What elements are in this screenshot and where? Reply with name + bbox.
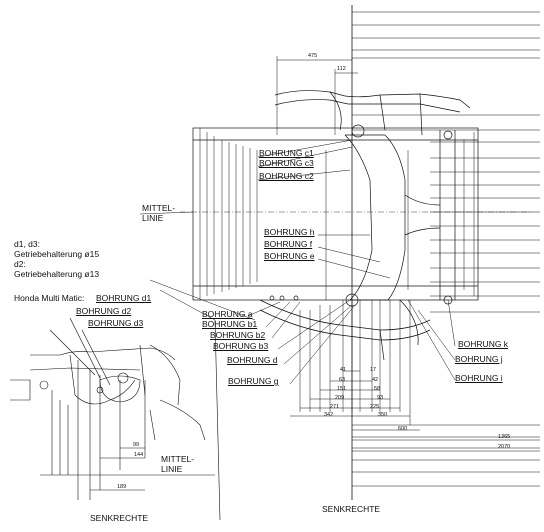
label-bohrung-g: BOHRUNG g (228, 376, 279, 386)
dim-top-475: 475 (308, 53, 318, 59)
dim-17: 17 (370, 367, 377, 373)
senkrechte-label-main: SENKRECHTE (322, 504, 381, 514)
label-bohrung-b1: BOHRUNG b1 (202, 319, 258, 329)
label-bohrung-e: BOHRUNG e (264, 251, 315, 261)
dim-151: 151 (337, 386, 347, 392)
dim-271: 271 (330, 404, 340, 410)
label-bohrung-d2: BOHRUNG d2 (76, 306, 132, 316)
left-vertical-dimensions (199, 128, 475, 300)
label-bohrung-f: BOHRUNG f (264, 239, 313, 249)
dim-inset-144: 144 (134, 452, 144, 458)
label-bohrung-b3: BOHRUNG b3 (213, 341, 269, 351)
dim-63: 63 (339, 377, 346, 383)
senkrechte-label-inset: SENKRECHTE (90, 513, 149, 523)
note-d1-d3-value: Getriebehalterung ø15 (14, 249, 100, 259)
label-bohrung-c1: BOHRUNG c1 (259, 148, 314, 158)
dim-58: 58 (374, 386, 381, 392)
leader-lines (139, 139, 456, 385)
dim-93: 93 (377, 395, 384, 401)
dim-inset-189: 189 (117, 484, 127, 490)
dim-225: 225 (370, 404, 380, 410)
label-bohrung-c3: BOHRUNG c3 (259, 158, 314, 168)
label-bohrung-h: BOHRUNG h (264, 227, 315, 237)
mittellinie-label-inset-2: LINIE (161, 464, 183, 474)
mittellinie-label-inset-1: MITTEL- (161, 454, 195, 464)
note-d2: d2: (14, 259, 26, 269)
label-bohrung-j: BOHRUNG j (455, 354, 503, 364)
inset-divider-2 (159, 289, 216, 321)
top-dimensions (276, 56, 358, 135)
note-d1-d3: d1, d3: (14, 239, 40, 249)
dim-2070: 2070 (498, 444, 511, 450)
inset-drawing (10, 317, 221, 521)
bottom-dimension-lines (290, 300, 540, 452)
label-bohrung-d1: BOHRUNG d1 (96, 293, 152, 303)
dim-41: 41 (340, 367, 347, 373)
dim-350: 350 (378, 412, 388, 418)
label-bohrung-a: BOHRUNG a (202, 309, 253, 319)
mittellinie-label-main-1: MITTEL- (142, 203, 176, 213)
dim-top-112: 112 (337, 66, 346, 72)
dim-600: 600 (398, 426, 408, 432)
dim-342: 342 (324, 412, 334, 418)
note-d2-value: Getriebehalterung ø13 (14, 269, 100, 279)
label-bohrung-i: BOHRUNG i (455, 373, 503, 383)
label-bohrung-d3: BOHRUNG d3 (88, 318, 144, 328)
label-bohrung-b2: BOHRUNG b2 (210, 330, 266, 340)
vehicle-body-outline (192, 90, 479, 361)
dim-209: 209 (335, 395, 345, 401)
inset-title: Honda Multi Matic: (14, 293, 85, 303)
dim-inset-99: 99 (133, 442, 140, 448)
dim-1365: 1365 (498, 434, 511, 440)
mittellinie-label-main-2: LINIE (142, 213, 164, 223)
dim-42: 42 (372, 377, 379, 383)
inset-divider (149, 279, 256, 321)
label-bohrung-d: BOHRUNG d (227, 355, 278, 365)
label-bohrung-k: BOHRUNG k (458, 339, 509, 349)
label-bohrung-c2: BOHRUNG c2 (259, 171, 314, 181)
